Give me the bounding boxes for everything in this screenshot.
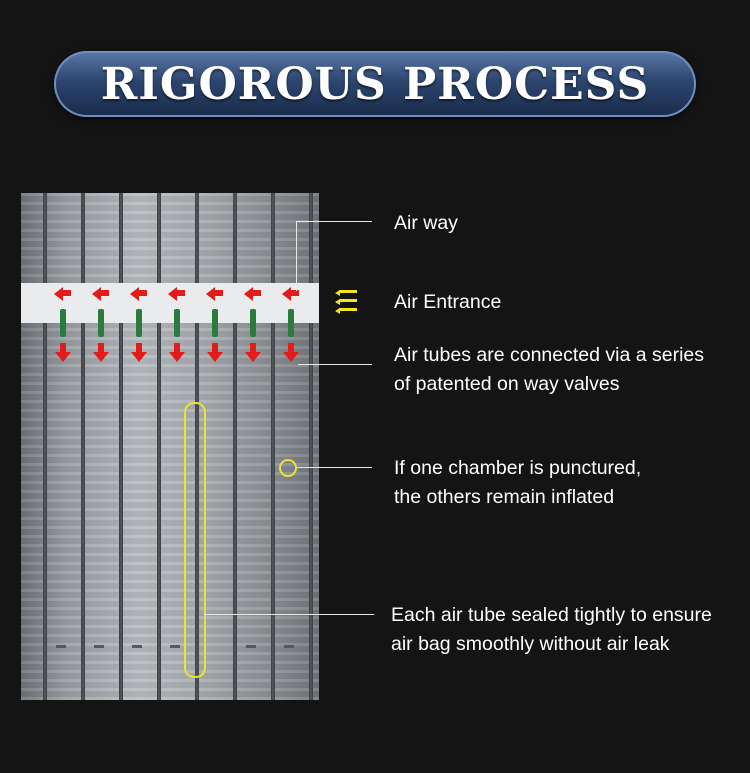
puncture-point-highlight [279, 459, 297, 477]
seam [157, 193, 161, 700]
label-line: Air tubes are connected via a series [394, 344, 705, 366]
seam [195, 193, 199, 700]
seal-mark [132, 645, 142, 648]
label-air-way: Air way [394, 212, 458, 234]
seam [43, 193, 47, 700]
valve-icon [174, 309, 180, 337]
triple-left-arrow-icon [335, 290, 357, 314]
seam [309, 193, 313, 700]
seal-mark [246, 645, 256, 648]
label-chamber: If one chamber is punctured, the others … [394, 454, 641, 512]
seal-mark [284, 645, 294, 648]
seam [81, 193, 85, 700]
leader-air-way [296, 221, 372, 222]
valve-icon [288, 309, 294, 337]
valve-icon [136, 309, 142, 337]
leader-air-tubes [298, 364, 372, 365]
label-sealed: Each air tube sealed tightly to ensure a… [391, 601, 712, 659]
label-line: If one chamber is punctured, [394, 457, 642, 479]
leader-sealed [204, 614, 374, 615]
seal-mark [56, 645, 66, 648]
title-banner: RIGOROUS PROCESS [54, 51, 696, 117]
seam [119, 193, 123, 700]
banner-title: RIGOROUS PROCESS [100, 58, 650, 110]
label-air-tubes: Air tubes are connected via a series of … [394, 341, 704, 399]
valve-icon [98, 309, 104, 337]
air-column-bag-photo [21, 193, 319, 700]
valve-icon [212, 309, 218, 337]
seal-mark [170, 645, 180, 648]
leader-air-way-drop [296, 221, 297, 291]
seam [271, 193, 275, 700]
label-line: Each air tube sealed tightly to ensure [391, 604, 712, 626]
seam [233, 193, 237, 700]
sealed-tube-highlight [184, 402, 206, 678]
leader-chamber [296, 467, 372, 468]
valve-icon [60, 309, 66, 337]
label-air-entrance: Air Entrance [394, 291, 502, 313]
label-line: of patented on way valves [394, 373, 620, 395]
seal-mark [94, 645, 104, 648]
label-line: air bag smoothly without air leak [391, 633, 670, 655]
valve-icon [250, 309, 256, 337]
label-line: the others remain inflated [394, 486, 615, 508]
